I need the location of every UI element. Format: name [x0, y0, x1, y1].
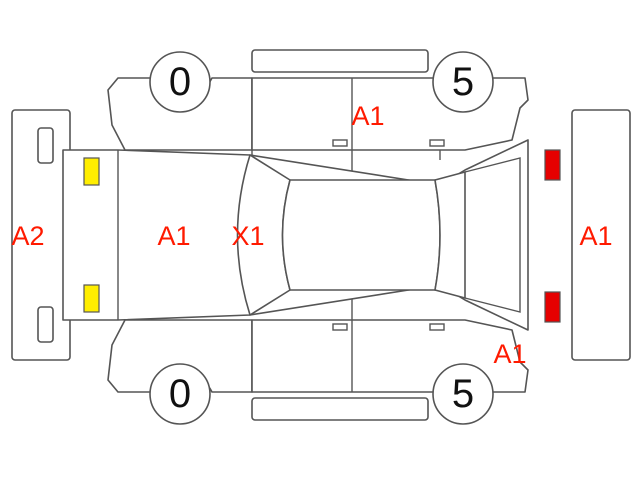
front-lamp-bottom [83, 284, 100, 313]
mark-right-side-rear-door: A1 [351, 101, 384, 131]
mark-left-rear-corner: A1 [493, 339, 526, 369]
rear-lamp-bottom [544, 291, 561, 323]
car-body-top-view [62, 139, 529, 331]
tire-bottom-left-depth: 0 [169, 372, 191, 416]
mark-front-bumper: A2 [11, 221, 44, 251]
front-lamp-top [83, 157, 100, 186]
tire-bottom-right: 5 [432, 363, 494, 425]
tire-top-left-depth: 0 [169, 60, 191, 104]
left-side-sill [251, 397, 429, 421]
tire-top-right-depth: 5 [452, 60, 474, 104]
mark-hood: A1 [157, 221, 190, 251]
tire-top-left: 0 [149, 51, 211, 113]
tire-bottom-right-depth: 5 [452, 372, 474, 416]
rear-bumper [571, 109, 631, 361]
mark-rear-bumper: A1 [579, 221, 612, 251]
rear-lamp-top [544, 149, 561, 181]
tire-bottom-left: 0 [149, 363, 211, 425]
tire-top-right: 5 [432, 51, 494, 113]
mark-roof-front: X1 [231, 221, 264, 251]
right-side-sill [251, 49, 429, 73]
